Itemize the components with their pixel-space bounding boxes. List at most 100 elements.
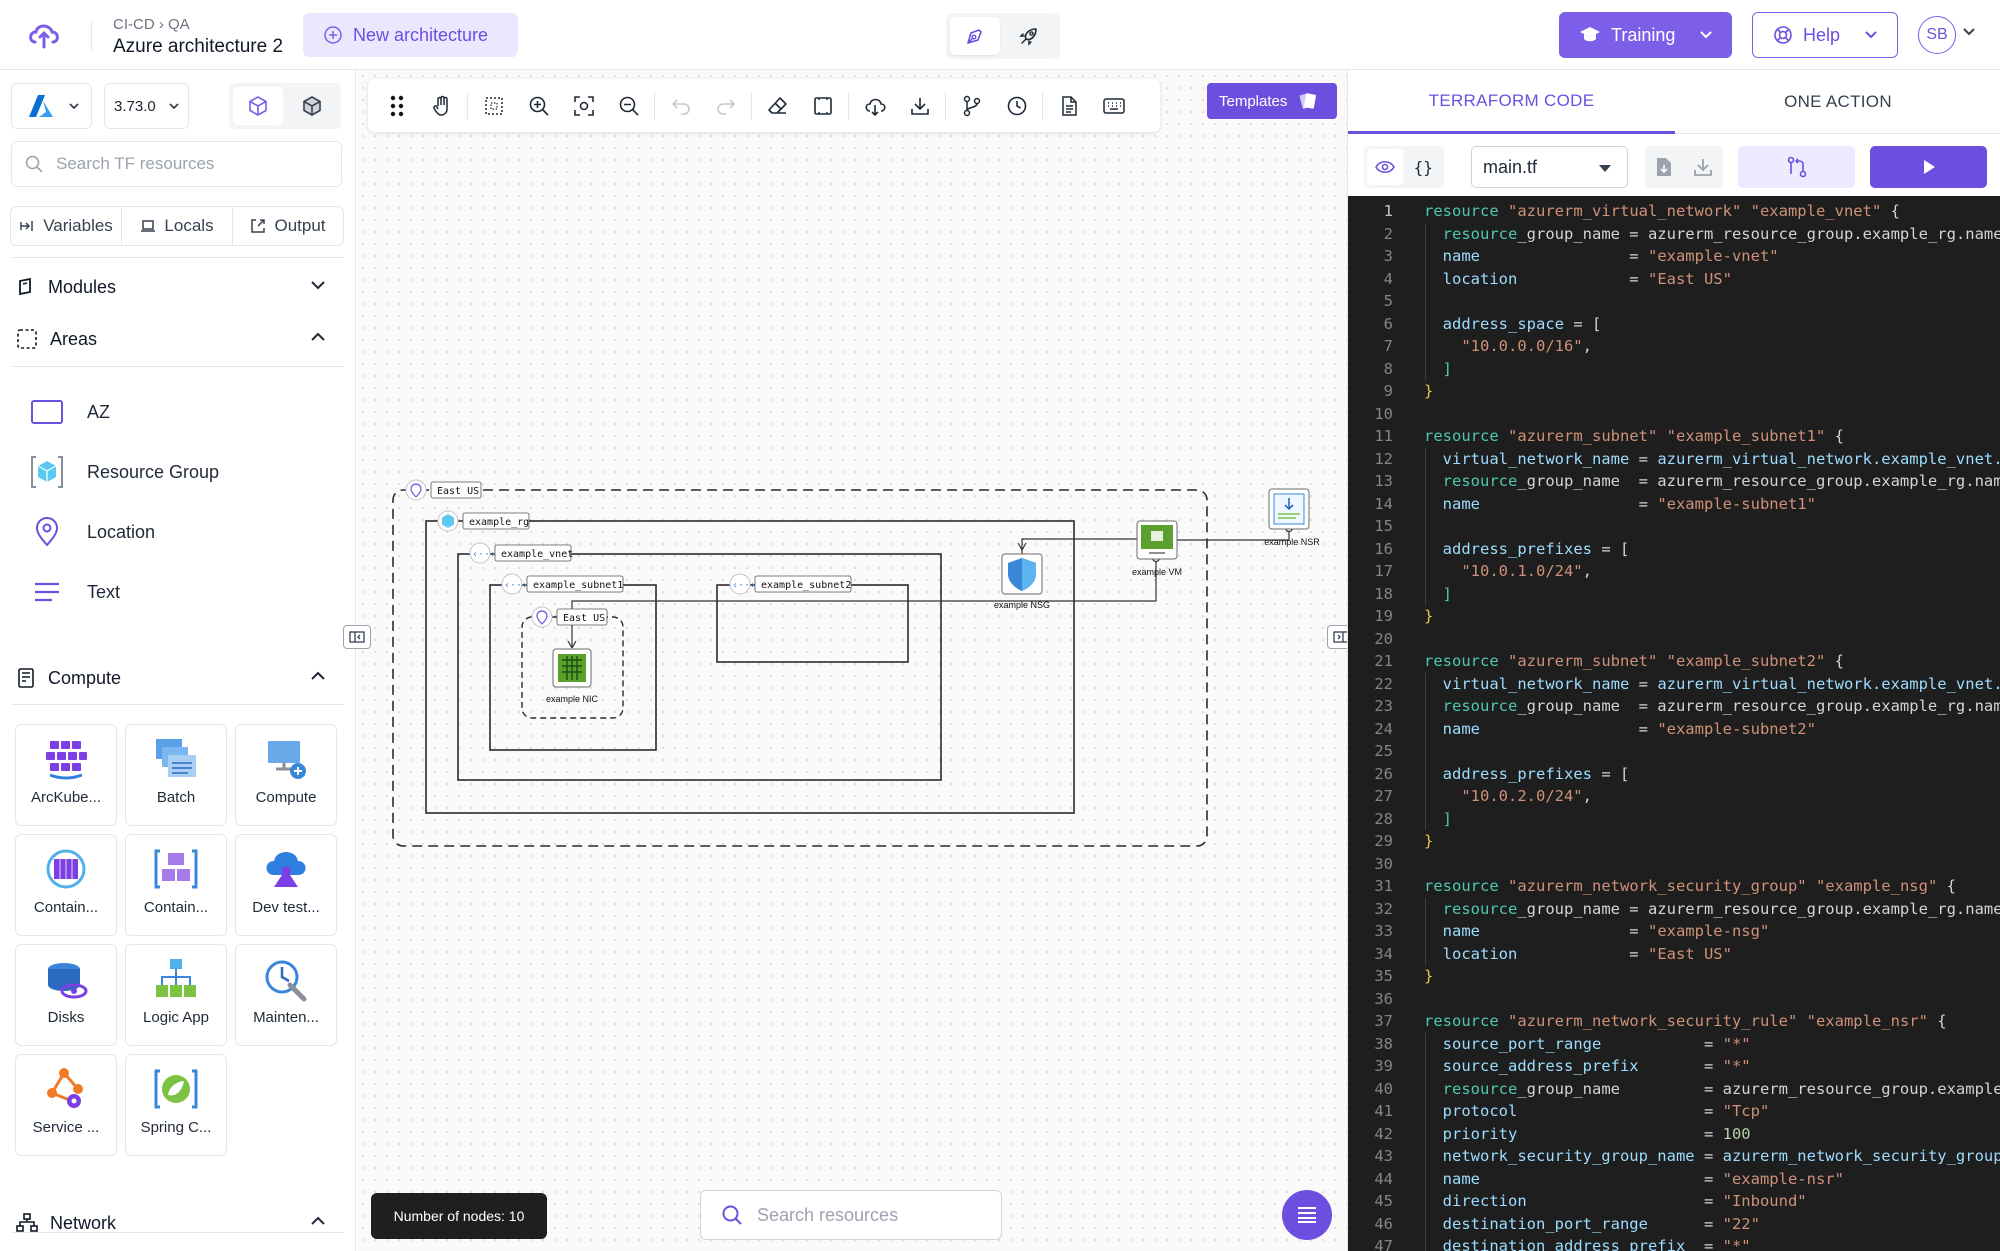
code-line[interactable]: 29} (1348, 830, 2000, 853)
tab-locals[interactable]: Locals (122, 207, 233, 245)
compute-tile-disks[interactable]: Disks (15, 944, 117, 1046)
compute-tile-spring[interactable]: Spring C... (125, 1054, 227, 1156)
provider-version-select[interactable]: 3.73.0 (104, 83, 189, 129)
zoom-in-button[interactable] (516, 83, 561, 128)
fit-view-button[interactable] (561, 83, 606, 128)
code-line[interactable]: 14 name = "example-subnet1" (1348, 493, 2000, 516)
location-label-outer[interactable]: East US (405, 479, 482, 501)
nsr-node[interactable]: example NSR (1264, 488, 1320, 547)
code-line[interactable]: 46 destination_port_range = "22" (1348, 1213, 2000, 1236)
tab-variables[interactable]: Variables (11, 207, 122, 245)
compute-tile-service[interactable]: Service ... (15, 1054, 117, 1156)
cube-outline-button[interactable] (233, 87, 283, 125)
nsg-node[interactable]: example NSG (994, 553, 1050, 610)
code-line[interactable]: 9} (1348, 380, 2000, 403)
code-line[interactable]: 6 address_space = [ (1348, 313, 2000, 336)
code-line[interactable]: 27 "10.0.2.0/24", (1348, 785, 2000, 808)
code-line[interactable]: 23 resource_group_name = azurerm_resourc… (1348, 695, 2000, 718)
frame-button[interactable] (800, 83, 845, 128)
design-mode-button[interactable] (950, 17, 1000, 55)
code-line[interactable]: 16 address_prefixes = [ (1348, 538, 2000, 561)
code-line[interactable]: 20 (1348, 628, 2000, 651)
architecture-diagram[interactable]: East US example_rg ‹··› example_vnet ‹··… (357, 70, 1347, 1251)
code-line[interactable]: 10 (1348, 403, 2000, 426)
area-az[interactable]: AZ (27, 392, 110, 432)
code-line[interactable]: 33 name = "example-nsg" (1348, 920, 2000, 943)
code-line[interactable]: 40 resource_group_name = azurerm_resourc… (1348, 1078, 2000, 1101)
new-architecture-button[interactable]: New architecture (303, 13, 518, 57)
vnet-area[interactable] (457, 553, 942, 781)
code-line[interactable]: 4 location = "East US" (1348, 268, 2000, 291)
vm-node[interactable]: example VM (1132, 520, 1182, 577)
code-line[interactable]: 43 network_security_group_name = azurerm… (1348, 1145, 2000, 1168)
code-line[interactable]: 5 (1348, 290, 2000, 313)
section-modules[interactable]: Modules (16, 267, 326, 307)
download-icon[interactable] (1693, 157, 1713, 177)
location-label-inner[interactable]: East US (531, 606, 608, 628)
compute-tile-logic-app[interactable]: Logic App (125, 944, 227, 1046)
resource-group-label[interactable]: example_rg (437, 510, 530, 532)
code-line[interactable]: 25 (1348, 740, 2000, 763)
undo-button[interactable] (658, 83, 703, 128)
compute-tile-compute[interactable]: Compute (235, 724, 337, 826)
code-line[interactable]: 47 destination_address_prefix = "*" (1348, 1235, 2000, 1251)
code-line[interactable]: 3 name = "example-vnet" (1348, 245, 2000, 268)
section-areas[interactable]: Areas (16, 319, 326, 359)
compute-tile-batch[interactable]: Batch (125, 724, 227, 826)
chevron-down-icon[interactable] (1962, 27, 1976, 37)
tf-resource-search[interactable]: Search TF resources (11, 141, 342, 187)
section-compute[interactable]: Compute (16, 658, 326, 698)
code-line[interactable]: 18 ] (1348, 583, 2000, 606)
provider-select[interactable] (11, 83, 92, 129)
pan-tool-button[interactable] (419, 83, 464, 128)
code-line[interactable]: 44 name = "example-nsr" (1348, 1168, 2000, 1191)
user-avatar[interactable]: SB (1918, 16, 1956, 54)
compare-button[interactable] (1738, 146, 1855, 188)
app-logo-icon[interactable] (26, 17, 62, 53)
code-line[interactable]: 45 direction = "Inbound" (1348, 1190, 2000, 1213)
diagram-canvas[interactable]: East US example_rg ‹··› example_vnet ‹··… (343, 70, 1355, 1251)
vm-nsr-connector[interactable] (1159, 530, 1290, 541)
templates-button[interactable]: Templates (1207, 83, 1337, 119)
cloud-import-button[interactable] (852, 83, 897, 128)
code-line[interactable]: 24 name = "example-subnet2" (1348, 718, 2000, 741)
select-area-button[interactable] (471, 83, 516, 128)
zoom-out-button[interactable] (606, 83, 651, 128)
keyboard-shortcuts-button[interactable] (1091, 83, 1136, 128)
tab-terraform-code[interactable]: TERRAFORM CODE (1348, 70, 1675, 134)
breadcrumb[interactable]: CI-CD › QA (113, 16, 190, 33)
code-line[interactable]: 7 "10.0.0.0/16", (1348, 335, 2000, 358)
redo-button[interactable] (703, 83, 748, 128)
code-line[interactable]: 17 "10.0.1.0/24", (1348, 560, 2000, 583)
drag-handle-button[interactable] (374, 83, 419, 128)
training-button[interactable]: Training (1559, 12, 1732, 58)
resource-group-area[interactable] (425, 520, 1075, 814)
code-line[interactable]: 19} (1348, 605, 2000, 628)
compute-tile-container-2[interactable]: Contain... (125, 834, 227, 936)
run-button[interactable] (1870, 146, 1987, 188)
compute-tile-arckube[interactable]: ArcKube... (15, 724, 117, 826)
area-location[interactable]: Location (27, 512, 155, 552)
cube-solid-button[interactable] (287, 87, 337, 125)
subnet2-area[interactable] (716, 584, 909, 663)
collapse-left-panel-button[interactable] (343, 625, 371, 649)
project-title[interactable]: Azure architecture 2 (113, 36, 284, 57)
code-line[interactable]: 41 protocol = "Tcp" (1348, 1100, 2000, 1123)
file-export-icon[interactable] (1655, 156, 1673, 178)
code-line[interactable]: 34 location = "East US" (1348, 943, 2000, 966)
compute-tile-container-1[interactable]: Contain... (15, 834, 117, 936)
code-line[interactable]: 28 ] (1348, 808, 2000, 831)
subnet1-label[interactable]: ‹··› example_subnet1 (501, 573, 624, 595)
history-button[interactable] (994, 83, 1039, 128)
vm-nic-connector[interactable] (571, 558, 1157, 648)
code-line[interactable]: 12 virtual_network_name = azurerm_virtua… (1348, 448, 2000, 471)
code-line[interactable]: 39 source_address_prefix = "*" (1348, 1055, 2000, 1078)
area-text[interactable]: Text (27, 572, 120, 612)
download-button[interactable] (897, 83, 942, 128)
deploy-mode-button[interactable] (1004, 17, 1054, 55)
help-button[interactable]: Help (1752, 12, 1898, 58)
